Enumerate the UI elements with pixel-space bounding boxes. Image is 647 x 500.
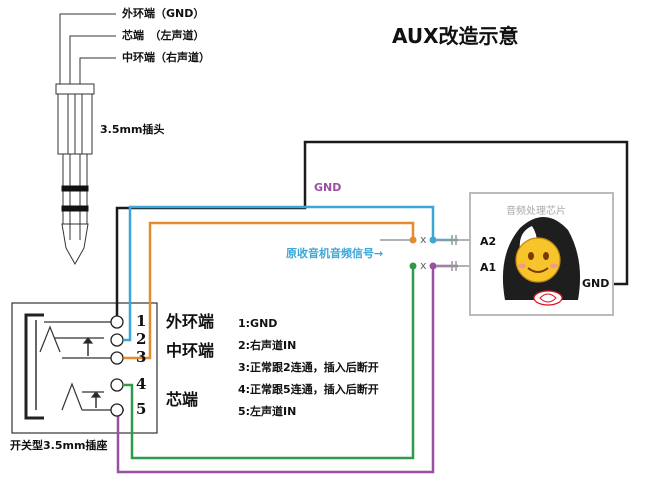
plug-legend-core: 芯端 （左声道） bbox=[122, 29, 205, 42]
socket-pin-number: 5 bbox=[136, 400, 147, 418]
cut-mark-a1: x bbox=[420, 259, 427, 272]
cut-mark-a2: x bbox=[420, 233, 427, 246]
socket-note: 4:正常跟5连通，插入后断开 bbox=[238, 383, 379, 396]
junction-a2-orange bbox=[409, 236, 417, 244]
socket-group-core: 芯端 bbox=[166, 390, 199, 409]
socket-note: 5:左声道IN bbox=[238, 405, 297, 418]
socket-pin-number: 4 bbox=[136, 375, 147, 393]
pin3-wire bbox=[124, 221, 415, 360]
junction-a1-green bbox=[409, 262, 417, 270]
socket-note: 2:右声道IN bbox=[238, 339, 297, 352]
original-signal-lines bbox=[380, 235, 470, 271]
socket-drawing bbox=[11, 302, 158, 434]
socket-group-outer: 外环端 bbox=[166, 312, 215, 331]
diagram-title: AUX改造示意 bbox=[392, 24, 519, 48]
socket-group-middle: 中环端 bbox=[166, 341, 215, 360]
socket-pins bbox=[110, 315, 124, 417]
socket-pin-number: 3 bbox=[136, 348, 147, 366]
socket-note: 1:GND bbox=[238, 317, 278, 330]
plug-drawing bbox=[55, 13, 116, 266]
pin4-wire bbox=[124, 266, 415, 460]
chery-mascot-icon bbox=[502, 216, 581, 306]
chip-label: 音频处理芯片 bbox=[506, 206, 566, 217]
gnd-wire bbox=[115, 140, 629, 322]
plug-label: 3.5mm插头 bbox=[100, 123, 165, 136]
chip-pin-gnd: GND bbox=[582, 277, 610, 290]
chip-pin-a2: A2 bbox=[480, 235, 497, 248]
socket-label: 开关型3.5mm插座 bbox=[10, 439, 108, 452]
original-signal-label: 原收音机音频信号→ bbox=[286, 247, 384, 260]
socket-pin-number: 2 bbox=[136, 330, 147, 348]
socket-note: 3:正常跟2连通，插入后断开 bbox=[238, 361, 379, 374]
junction-a1-purple bbox=[429, 262, 437, 270]
socket-pin-number: 1 bbox=[136, 312, 147, 330]
plug-legend-middle: 中环端（右声道） bbox=[122, 51, 210, 64]
gnd-wire-label: GND bbox=[314, 181, 342, 194]
plug-legend-outer: 外环端（GND） bbox=[122, 7, 205, 20]
chip-pin-a1: A1 bbox=[480, 261, 497, 274]
junction-a2-blue bbox=[429, 236, 437, 244]
